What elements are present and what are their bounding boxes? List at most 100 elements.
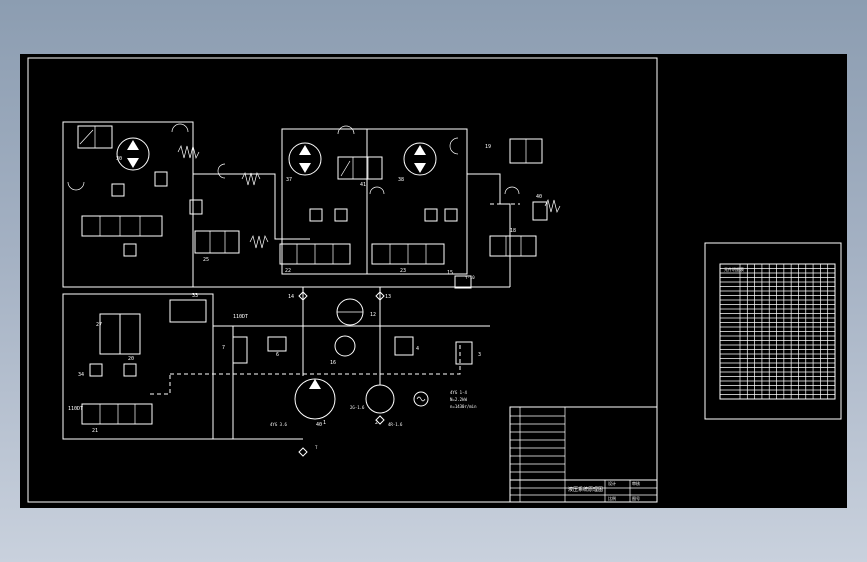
valve-block-19: 19 — [485, 138, 543, 164]
spring-3 — [249, 234, 269, 249]
valve-22-label: 22 — [285, 268, 291, 274]
pump-motor-3-arrow — [414, 145, 426, 155]
valve-20-label: 20 — [128, 356, 134, 362]
gauge-3 — [449, 137, 459, 155]
comp-2-label: 1 — [323, 420, 326, 426]
valve-3-box — [455, 341, 473, 365]
hydraulic-schematic: 30 37 38 41 19 — [27, 57, 842, 503]
comp-center-2 — [334, 335, 356, 357]
valve-block-41: 41 — [337, 156, 383, 188]
comp-8-label: 7 — [222, 345, 225, 351]
cad-viewport[interactable]: 30 37 38 41 19 — [20, 54, 847, 508]
check-valve-bottom-2 — [375, 415, 385, 425]
pipe-a — [193, 173, 310, 240]
box-small-5 — [334, 208, 348, 222]
gauge-1 — [171, 123, 189, 133]
title-block-footer-2: 比例 — [608, 495, 616, 501]
cyl-27-label: 27 — [96, 322, 102, 328]
pump-motor-2-arrow-b — [299, 163, 311, 173]
arc-link-1 — [217, 163, 226, 179]
annotation-note-2: N=2.2kW — [450, 397, 467, 402]
side-table-outer — [704, 242, 842, 420]
motor-wave — [416, 396, 426, 402]
pipe-b — [467, 173, 511, 287]
acc-34-box — [89, 363, 103, 377]
valve-block-23: 23 — [371, 243, 445, 274]
spring-1 — [177, 144, 200, 160]
arc-link-2 — [369, 186, 385, 195]
motor-symbol — [413, 391, 429, 407]
comp-4-label: 2 — [375, 420, 378, 426]
spring-4 — [544, 198, 561, 214]
annotation-spec-c: 2G-1.6 — [350, 405, 365, 410]
accumulator-arc-1 — [67, 181, 85, 191]
valve-block-22: 22 — [279, 243, 351, 274]
side-parts-table: 元件明细表 — [704, 242, 842, 420]
box-small-8 — [123, 243, 137, 257]
spring-2 — [241, 171, 261, 186]
title-block-title: 液压系统原理图 — [568, 486, 603, 493]
valve-41-label: 41 — [360, 182, 366, 188]
gauge-2 — [337, 125, 355, 135]
acc-34-label: 34 — [78, 372, 84, 378]
valve-8-box — [232, 336, 248, 364]
cyl-33-label: 33 — [192, 293, 198, 299]
box-15 — [454, 275, 472, 289]
valve-20-box — [123, 363, 137, 377]
valve-21-box — [81, 403, 153, 425]
valve-block-25: 25 — [194, 230, 240, 263]
group-frame-left — [62, 121, 194, 288]
valve-41-box — [337, 156, 383, 180]
box-small-2 — [154, 171, 168, 187]
pump-motor-1-arrow-b — [127, 158, 139, 168]
check-valve-14 — [298, 291, 308, 301]
valve-block-left — [81, 215, 163, 237]
arc-link-3 — [504, 186, 520, 195]
valve-25-label: 25 — [203, 257, 209, 263]
check-valve-16 — [375, 291, 385, 301]
side-table-header: 元件明细表 — [724, 266, 744, 272]
pump-motor-1-circle — [116, 137, 150, 171]
comp-1-label: 40 — [316, 422, 322, 428]
box-40 — [532, 201, 548, 221]
pump-motor-group-3: 38 — [398, 142, 437, 183]
valve-7-box — [267, 336, 287, 352]
comp-7-label: 6 — [276, 352, 279, 358]
valve-21-label: 21 — [92, 428, 98, 434]
pilot-line-2 — [150, 374, 171, 395]
pump-motor-1-label: 30 — [116, 156, 122, 162]
annotation-y: Y-10 — [465, 275, 475, 280]
valve-41-arrow — [340, 160, 351, 177]
pump-motor-group-2: 37 — [286, 142, 322, 183]
valve-16-label: 13 — [385, 294, 391, 300]
pump-motor-2-circle — [288, 142, 322, 176]
comp-40-label: 40 — [536, 194, 542, 200]
group-frame-mid — [281, 128, 368, 275]
pump-motor-3-arrow-b — [414, 163, 426, 173]
pump-motor-3-circle — [403, 142, 437, 176]
pump-motor-2-label: 37 — [286, 177, 292, 183]
valve-18-box — [489, 235, 537, 257]
box-small-3 — [189, 199, 203, 215]
comp-12-label: 12 — [370, 312, 376, 318]
valve-block-18: 18 — [489, 228, 537, 257]
valve-25-box — [194, 230, 240, 254]
box-small-4 — [309, 208, 323, 222]
group-frame-lower-left — [62, 293, 214, 440]
annotation-tank: T — [315, 445, 318, 450]
pilot-line-1 — [170, 344, 461, 375]
pump-motor-3-label: 38 — [398, 177, 404, 183]
side-table-gridlines — [720, 264, 835, 399]
annotation-note-1: 4YG 1-4 — [450, 390, 467, 395]
title-block-footer-0: 设计 — [608, 480, 616, 486]
pump-13-arrow — [309, 379, 321, 389]
valve-left-box — [81, 215, 163, 237]
valve-6-box — [394, 336, 414, 356]
check-valve-bottom-1 — [298, 447, 308, 457]
annotation-voltage: 110DT — [233, 314, 248, 320]
valve-block-top-left — [77, 125, 113, 149]
valve-15-label: 15 — [447, 270, 453, 276]
motor-circle — [365, 384, 395, 414]
valve-23-label: 23 — [400, 268, 406, 274]
annotation-spec-a: 4YG 3.6 — [270, 422, 287, 427]
